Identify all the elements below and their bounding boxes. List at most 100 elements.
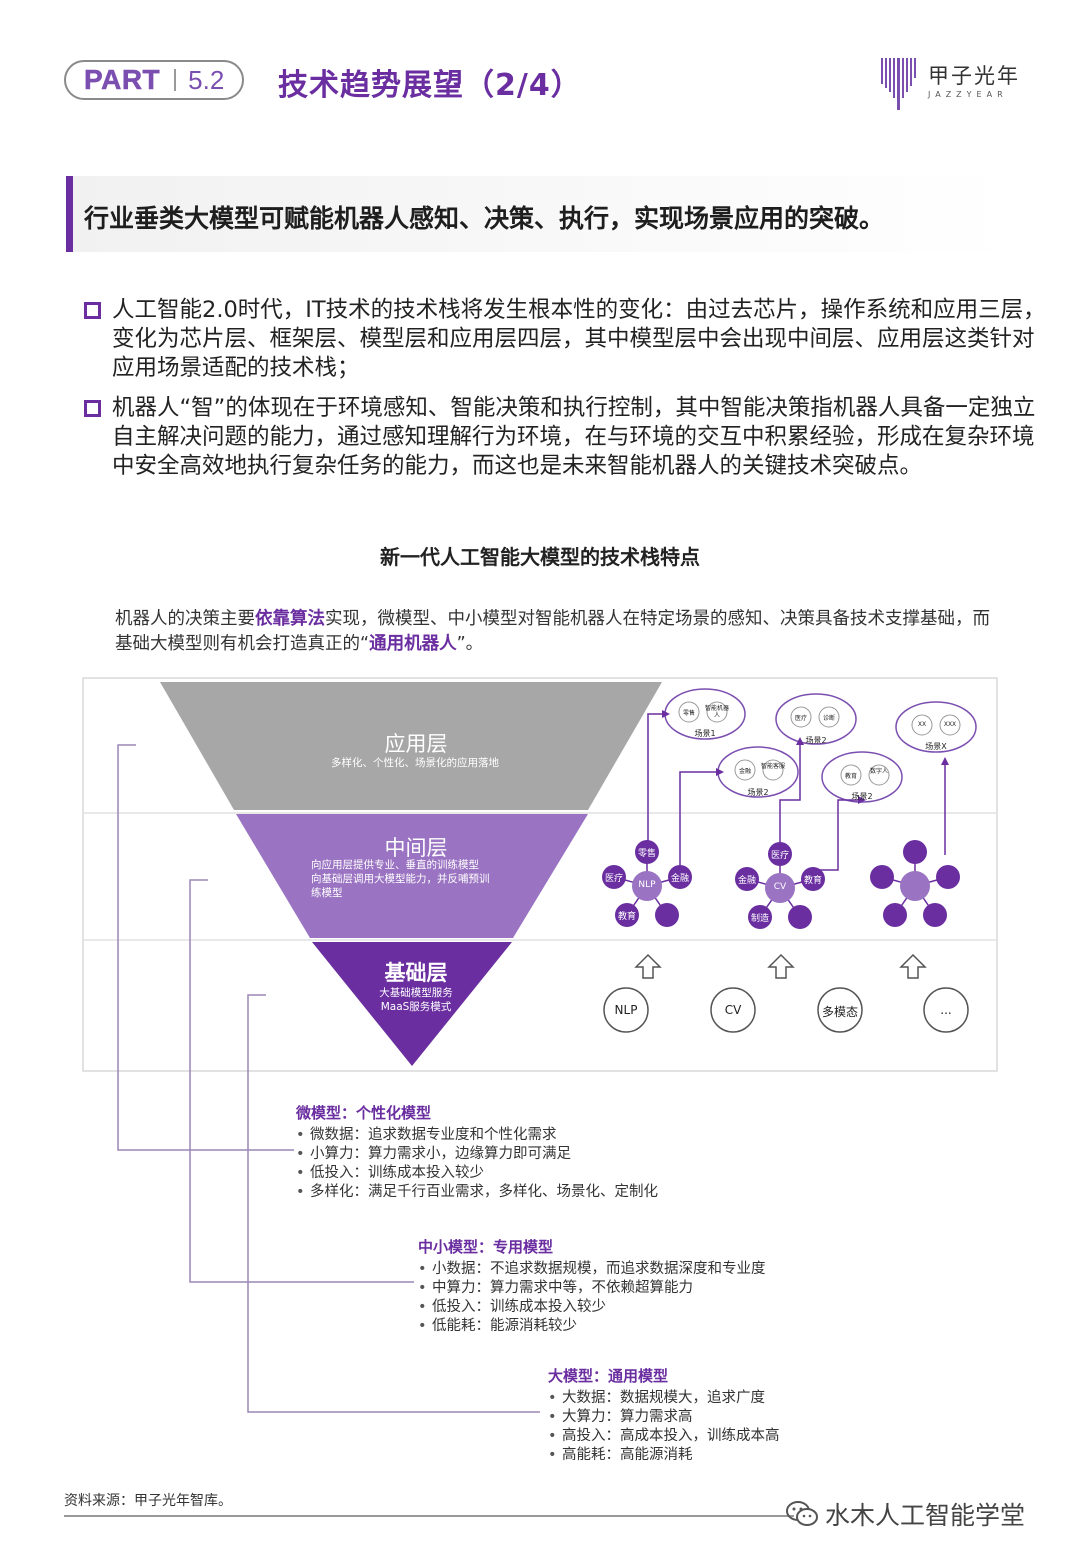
checkbox-square-icon <box>84 302 101 319</box>
model-item: 大数据：数据规模大，追求广度 <box>548 1389 780 1408</box>
cluster-center-label: CV <box>773 882 787 892</box>
cluster-node-label: 医疗 <box>770 851 789 861</box>
section-title: 行业垂类大模型可赋能机器人感知、决策、执行，实现场景应用的突破。 <box>84 204 885 233</box>
model-item: 中算力：算力需求中等，不依赖超算能力 <box>418 1279 766 1298</box>
bullet-text: 机器人“智”的体现在于环境感知、智能决策和执行控制，其中智能决策指机器人具备一定… <box>112 395 1036 479</box>
foundation-label: ... <box>940 1003 952 1017</box>
section-banner <box>73 176 1015 252</box>
scene-label: 场景X <box>925 742 947 751</box>
cluster-nlp <box>602 840 692 927</box>
model-item: 低投入：训练成本投入较少 <box>296 1164 658 1183</box>
up-arrow-icon <box>899 953 927 979</box>
bullet-text: 人工智能2.0时代，IT技术的技术栈将发生根本性的变化：由过去芯片，操作系统和应… <box>112 297 1046 381</box>
mid-layer-subtitle: 练模型 <box>311 887 343 899</box>
scene-label: 场景2 <box>747 788 769 797</box>
scene-node-label: 教育 <box>844 773 857 780</box>
scene-node-label: 零售 <box>682 710 695 717</box>
checkbox-square-icon <box>84 400 101 417</box>
cluster-center-label: NLP <box>638 880 656 890</box>
scene-node-label: 诊断 <box>822 715 835 722</box>
base-layer-subtitle: MaaS服务模式 <box>380 1001 452 1013</box>
app-layer-title: 应用层 <box>384 732 448 756</box>
base-layer-subtitle: 大基础模型服务 <box>379 987 453 999</box>
model-block-large: 大模型：通用模型 大数据：数据规模大，追求广度 大算力：算力需求高 高投入：高成… <box>548 1367 780 1465</box>
model-heading: 微模型：个性化模型 <box>296 1104 432 1122</box>
section-accent-bar <box>66 176 73 252</box>
base-layer-shape <box>312 942 512 1066</box>
foundation-label: 多模态 <box>821 1005 858 1019</box>
figure-intro: 机器人的决策主要依靠算法实现，微模型、中小模型对智能机器人在特定场景的感知、决策… <box>115 607 995 657</box>
mid-layer-subtitle: 向基础层调用大模型能力，并反哺预训 <box>311 873 490 885</box>
wechat-icon <box>786 1501 818 1526</box>
cluster-node-label: 金融 <box>737 876 756 886</box>
model-item: 大算力：算力需求高 <box>548 1408 780 1427</box>
scene-node-label: 智能客服 <box>761 763 786 770</box>
intro-text: 实现，微模型、中小模型对智能机器人在特定场景的感知、决策具备技术支撑基础，而基础… <box>115 609 990 654</box>
scene-node-label: 智能机器人 <box>704 705 729 719</box>
foundation-circle <box>710 987 756 1033</box>
footer-divider <box>64 1515 794 1517</box>
foundation-label: NLP <box>614 1003 638 1017</box>
part-word: PART <box>84 64 161 96</box>
part-badge: PART 5.2 <box>64 60 244 100</box>
model-block-micro: 微模型：个性化模型 微数据：追求数据专业度和个性化需求 小算力：算力需求小，边缘… <box>296 1104 658 1202</box>
foundation-label: CV <box>724 1003 742 1017</box>
intro-highlight: 依靠算法 <box>255 609 325 629</box>
model-item: 小算力：算力需求小，边缘算力即可满足 <box>296 1145 658 1164</box>
foundation-circle <box>603 987 649 1033</box>
cluster-node-label: 教育 <box>617 912 636 922</box>
bracket-line <box>189 879 414 1283</box>
cluster-node-label: 医疗 <box>604 874 623 884</box>
intro-highlight: 通用机器人 <box>369 634 457 654</box>
model-block-small: 中小模型：专用模型 小数据：不追求数据规模，而追求数据深度和专业度 中算力：算力… <box>418 1238 766 1336</box>
part-separator <box>174 69 177 91</box>
figure-title: 新一代人工智能大模型的技术栈特点 <box>380 545 700 569</box>
scene-node-label: XXX <box>943 721 957 728</box>
page-title: 技术趋势展望（2/4） <box>278 68 582 103</box>
brand-logo: 甲子光年 JAZZYEAR <box>880 56 1020 116</box>
cluster-cv <box>735 842 825 929</box>
source-note: 资料来源：甲子光年智库。 <box>64 1493 232 1509</box>
model-item: 低能耗：能源消耗较少 <box>418 1317 766 1336</box>
foundation-circle <box>817 987 863 1033</box>
scene-label: 场景1 <box>694 729 716 738</box>
mid-layer-shape <box>236 814 588 938</box>
logo-text-en: JAZZYEAR <box>928 90 1008 99</box>
app-layer-shape <box>160 682 662 810</box>
model-item: 多样化：满足千行百业需求，多样化、场景化、定制化 <box>296 1183 658 1202</box>
model-item: 微数据：追求数据专业度和个性化需求 <box>296 1126 658 1145</box>
cluster-node-label: 教育 <box>803 876 822 886</box>
up-arrow-icon <box>634 953 662 979</box>
bullet-item: 人工智能2.0时代，IT技术的技术栈将发生根本性的变化：由过去芯片，操作系统和应… <box>84 296 1050 383</box>
diagram-frame <box>82 677 998 1072</box>
scene-label: 场景2 <box>805 736 827 745</box>
scene-ellipse <box>895 701 977 753</box>
foundation-circle <box>923 987 969 1033</box>
model-item: 小数据：不追求数据规模，而追求数据深度和专业度 <box>418 1260 766 1279</box>
model-item: 高投入：高成本投入，训练成本高 <box>548 1427 780 1446</box>
bracket-line <box>117 744 294 1151</box>
up-arrow-icon <box>767 953 795 979</box>
logo-text-cn: 甲子光年 <box>928 64 1020 88</box>
cluster-node-label: 零售 <box>637 849 656 859</box>
intro-text: ”。 <box>456 634 484 654</box>
scene-node-label: 数字人 <box>869 768 888 775</box>
bullet-item: 机器人“智”的体现在于环境感知、智能决策和执行控制，其中智能决策指机器人具备一定… <box>84 394 1050 481</box>
model-heading: 大模型：通用模型 <box>548 1367 669 1385</box>
model-item: 低投入：训练成本投入较少 <box>418 1298 766 1317</box>
cluster-node-label: 制造 <box>750 914 769 924</box>
bracket-line <box>247 994 540 1413</box>
wechat-account: 水木人工智能学堂 <box>785 1496 1025 1532</box>
scene-node-label: XX <box>917 721 927 728</box>
cluster-generic <box>870 840 960 927</box>
wechat-name: 水木人工智能学堂 <box>825 1501 1026 1530</box>
model-heading: 中小模型：专用模型 <box>418 1238 554 1256</box>
mid-layer-title: 中间层 <box>384 836 448 860</box>
base-layer-title: 基础层 <box>384 961 448 985</box>
mid-layer-subtitle: 向应用层提供专业、垂直的训练模型 <box>311 859 479 871</box>
logo-bars-icon <box>881 58 916 110</box>
cluster-node-label: 金融 <box>670 874 689 884</box>
scene-ellipse <box>775 693 857 745</box>
part-number: 5.2 <box>188 64 225 95</box>
